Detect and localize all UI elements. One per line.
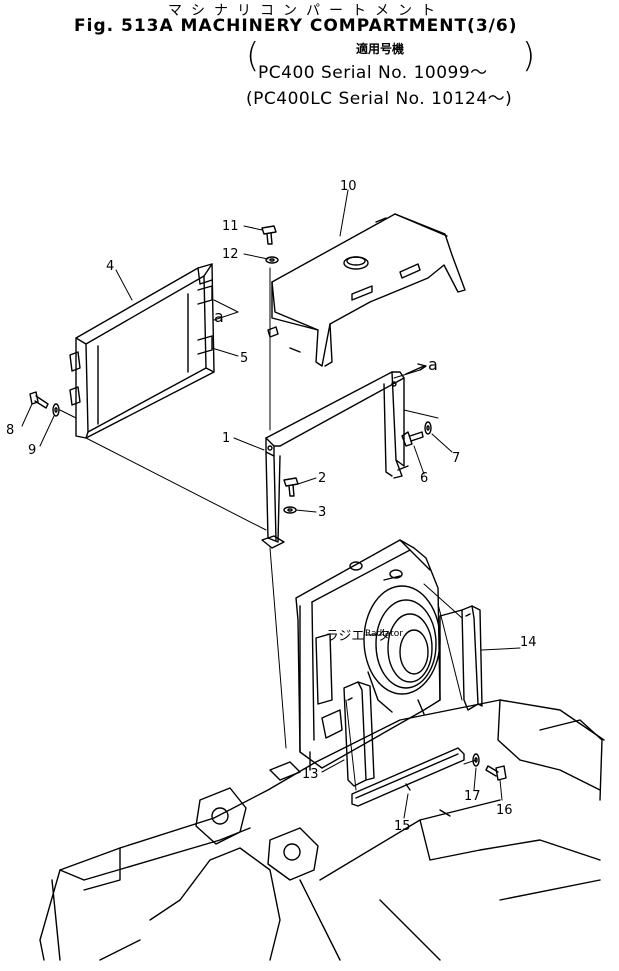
callout-15: 15 [394, 819, 411, 834]
callout-11: 11 [222, 219, 239, 234]
side-panel-part-4 [69, 263, 215, 439]
callout-12: 12 [222, 247, 239, 262]
callout-2: 2 [318, 471, 326, 486]
callout-14: 14 [520, 635, 537, 650]
callout-leaders [21, 189, 521, 819]
cover-part-10 [267, 213, 466, 367]
bolt-part-11 [261, 225, 277, 245]
ref-label-a-2: a [428, 355, 438, 374]
bolt-part-16 [485, 765, 507, 781]
callout-3: 3 [318, 505, 326, 520]
alignment-lines [59, 267, 477, 791]
bolt-part-8 [29, 391, 49, 409]
callout-16: 16 [496, 803, 513, 818]
arrow-a [405, 363, 427, 375]
washer-part-7 [424, 421, 432, 435]
washer-part-3 [283, 506, 297, 514]
callout-13: 13 [302, 767, 319, 782]
callout-1: 1 [222, 431, 230, 446]
callout-8: 8 [6, 423, 14, 438]
callout-5: 5 [240, 351, 248, 366]
ref-label-a-1: a [214, 307, 224, 326]
serial-line-2: (PC400LC Serial No. 10124～) [246, 89, 513, 109]
serial-line-1: PC400 Serial No. 10099～ [258, 63, 488, 83]
open-paren: ( [246, 36, 260, 76]
close-paren: ) [522, 36, 536, 76]
washer-part-12 [265, 256, 279, 264]
radiator-label-en: Radiator [365, 629, 403, 639]
washer-part-9 [52, 403, 60, 417]
callout-6: 6 [420, 471, 428, 486]
callout-9: 9 [28, 443, 36, 458]
bolt-part-6 [401, 431, 424, 447]
kana-title: マシナリコンパートメント [168, 3, 444, 19]
machine-frame [39, 699, 605, 961]
callout-4: 4 [106, 259, 114, 274]
callout-7: 7 [452, 451, 460, 466]
callout-17: 17 [464, 789, 481, 804]
frame-part-1 [261, 371, 409, 549]
radiator-label-jp: ラジエータ [326, 629, 391, 644]
figure-title: Fig. 513A MACHINERY COMPARTMENT(3/6) [74, 16, 518, 36]
callout-10: 10 [340, 179, 357, 194]
side-cover-part-13 [343, 681, 375, 787]
radiator-assembly [295, 539, 441, 769]
bottom-cover-part-15 [351, 747, 465, 807]
bolt-part-2 [283, 477, 299, 497]
applicability-label: 適用号機 [356, 42, 405, 56]
